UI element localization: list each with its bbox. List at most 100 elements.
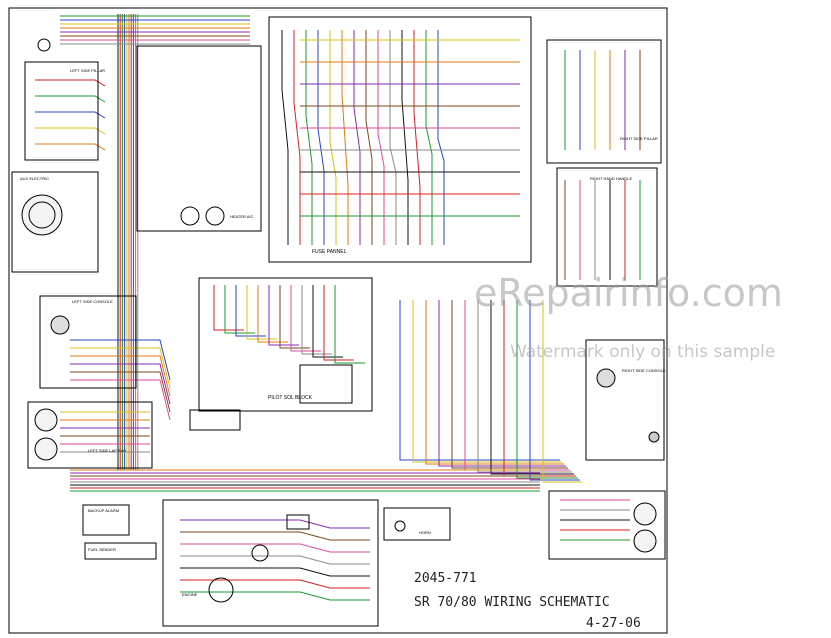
engine-starter-icon (251, 544, 269, 562)
left-lap-bar-label: LEFT SIDE LAP BAR (88, 448, 126, 453)
right-joystick-icon (596, 368, 616, 388)
left-control-wire (70, 379, 171, 421)
engine-label: ENGINE (182, 592, 198, 597)
left-pillar-wire (35, 79, 106, 87)
panel-layer (11, 16, 666, 627)
left-control-wire (70, 347, 171, 389)
engine-wire (180, 519, 370, 529)
aux-connector-inner-icon (28, 201, 56, 229)
fuse-wire (329, 30, 337, 245)
fuse-wire (281, 30, 289, 245)
fuse-wire (293, 30, 301, 245)
watermark-site: eRepairinfo.com (474, 271, 783, 315)
right-lap-bar-panel (548, 490, 666, 560)
pilot-wire (323, 285, 354, 361)
pilot-wire (235, 285, 266, 337)
fuse-panel (268, 16, 532, 263)
left-control-wire (70, 371, 171, 413)
pilot-wire (257, 285, 288, 343)
pilot-wire (290, 285, 321, 352)
left-control-wire (70, 355, 171, 397)
right-handle-label: RIGHT HAND HANDLE (590, 176, 632, 181)
pilot-wire (334, 285, 365, 364)
drawing-date: 4-27-06 (586, 616, 641, 631)
engine-panel (162, 499, 379, 627)
pilot-wire (312, 285, 343, 358)
right-harness-wire (451, 300, 568, 469)
blower-motor-right-icon (205, 206, 225, 226)
right-harness-wire (516, 300, 578, 479)
left-pillar-wire (35, 95, 106, 103)
right-harness-wire (399, 300, 560, 461)
watermark: eRepairinfo.com Watermark only on this s… (474, 271, 783, 362)
engine-wire (180, 555, 370, 565)
pilot-sol-block-label: PILOT SOL BLOCK (268, 395, 313, 401)
right-harness-wire (438, 300, 566, 467)
terminal-block-small (299, 364, 353, 404)
engine-wire (180, 579, 370, 589)
right-control-label: RIGHT SIDE CONSOLE (622, 368, 666, 373)
fuse-panel-label: FUSE PANNEL (312, 249, 347, 255)
title-block: 2045-771 SR 70/80 WIRING SCHEMATIC 4-27-… (414, 571, 641, 631)
horn-panel (383, 507, 451, 541)
aux-electric-label: AUX ELECTRIC (20, 176, 49, 181)
backup-alarm-panel (82, 504, 130, 536)
blower-motor-left-icon (180, 206, 200, 226)
engine-wire (180, 591, 370, 601)
drawing-border (8, 7, 668, 634)
pilot-wire (279, 285, 310, 349)
right-control-panel (585, 339, 665, 461)
horn-icon (394, 520, 406, 532)
fuse-wire (353, 30, 361, 245)
right-handle-panel (556, 167, 658, 287)
drawing-number: 2045-771 (414, 571, 477, 586)
right-pillar-panel (546, 39, 662, 164)
pilot-wire (268, 285, 299, 346)
right-harness-wire (529, 300, 580, 481)
fuse-wire (305, 30, 313, 245)
center-relay-box (189, 409, 241, 431)
heater-ac-panel (136, 45, 262, 232)
pilot-wire (213, 285, 244, 331)
left-lap-connector-b-icon (34, 437, 58, 461)
engine-alternator-icon (208, 577, 234, 603)
left-control-panel (39, 295, 137, 389)
backup-alarm-label: BACKUP ALARM (88, 508, 119, 513)
pilot-wire (246, 285, 277, 340)
left-pillar-panel (24, 61, 99, 161)
engine-wire (180, 531, 370, 541)
fuse-wire (389, 30, 397, 245)
right-harness-wire (477, 300, 572, 473)
right-lap-connector-b-icon (633, 529, 657, 553)
left-control-wire (70, 339, 171, 381)
right-lap-connector-a-icon (633, 502, 657, 526)
right-harness-wire (425, 300, 564, 465)
fuse-wire (425, 30, 433, 245)
wire-layer (35, 14, 641, 601)
fuel-sender-label: FUEL SENDER (88, 547, 116, 552)
aux-electric-panel (11, 171, 99, 273)
warning-light-icon (648, 431, 660, 443)
engine-wire (180, 567, 370, 577)
pilot-sol-block-panel (198, 277, 373, 412)
pilot-wire (224, 285, 255, 334)
pilot-wire (301, 285, 332, 355)
fuel-sender-panel (84, 542, 157, 560)
horn-label: HORN (419, 530, 431, 535)
right-pillar-label: RIGHT SIDE PILLAR (620, 136, 658, 141)
aux-connector-icon (21, 194, 63, 236)
watermark-note: Watermark only on this sample (510, 342, 775, 362)
right-harness-wire (542, 300, 582, 483)
fuse-wire (401, 30, 409, 245)
label-layer: FUSE PANNEL PILOT SOL BLOCK BACKUP ALARM… (20, 68, 666, 597)
key-switch-icon (37, 38, 51, 52)
left-lap-bar-panel (27, 401, 153, 469)
right-harness-wire (490, 300, 574, 475)
right-harness-wire (412, 300, 562, 463)
battery-icon (286, 514, 310, 530)
heater-ac-label: HEATER A/C (230, 214, 254, 219)
component-layer (21, 38, 660, 603)
left-pillar-wire (35, 143, 106, 151)
left-pillar-wire (35, 127, 106, 135)
